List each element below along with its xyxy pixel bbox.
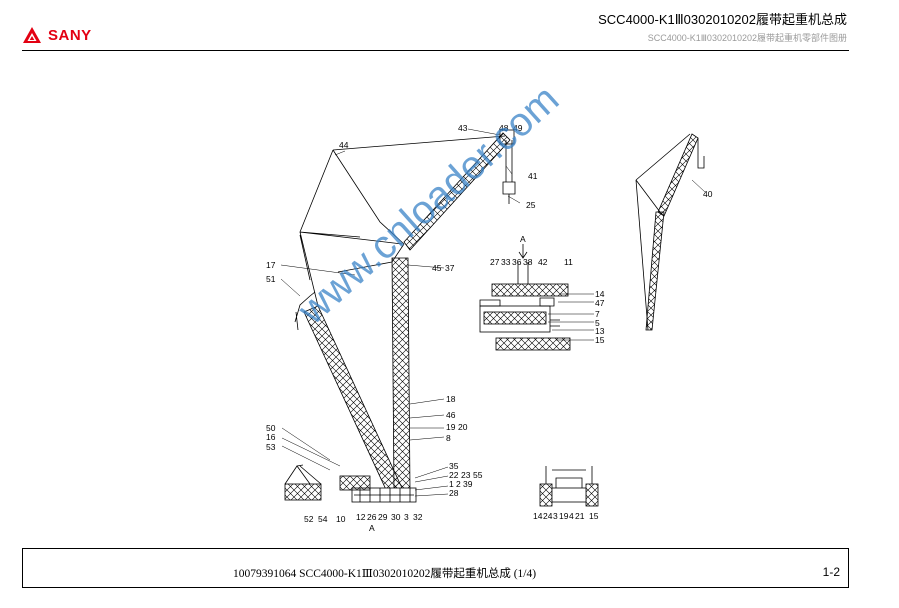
callout: 24: [543, 511, 553, 521]
callout: 37: [445, 263, 455, 273]
luffing-jib: [403, 132, 511, 251]
callout: 21: [575, 511, 585, 521]
callout: 25: [526, 200, 536, 210]
callout: 10: [336, 514, 346, 524]
detail-track-left: [539, 483, 553, 507]
superlift-rigging: [284, 464, 322, 485]
callout: 2: [456, 479, 461, 489]
callout: 47: [595, 298, 605, 308]
side-view-jib: [657, 133, 699, 217]
callout: 39: [463, 479, 473, 489]
callout: 7: [595, 309, 600, 319]
callout: 50: [266, 423, 276, 433]
jib-head: [499, 129, 515, 145]
callout: 36: [512, 257, 522, 267]
callout: 22: [449, 470, 459, 480]
callout: 53: [266, 442, 276, 452]
callout: 40: [703, 189, 713, 199]
sany-logo-icon: [23, 27, 41, 43]
title-block-text: 10079391064 SCC4000-K1Ⅲ0302010202履带起重机总成…: [233, 568, 537, 580]
auxiliary-boom: [294, 291, 316, 331]
callout: 12: [356, 512, 366, 522]
callout: 15: [595, 335, 605, 345]
track-rollers: [354, 488, 414, 502]
callout: 33: [501, 257, 511, 267]
callout: 11: [564, 257, 573, 267]
section-turntable: [483, 311, 547, 325]
callout: 20: [458, 422, 468, 432]
callout: 18: [446, 394, 456, 404]
callout: 8: [446, 433, 451, 443]
callout: 45: [432, 263, 442, 273]
detail-track-right: [585, 483, 599, 507]
callout: 23: [461, 470, 471, 480]
callout: 35: [449, 461, 459, 471]
section-bottom-track: [495, 337, 571, 351]
callout: 19: [559, 511, 569, 521]
callout: 49: [513, 123, 523, 133]
detail-carbody: [551, 487, 587, 503]
callout: 16: [266, 432, 276, 442]
callout: 14: [533, 511, 543, 521]
title-block: 10079391064 SCC4000-K1Ⅲ0302010202履带起重机总成…: [22, 548, 849, 588]
document-title: SCC4000-K1Ⅲ0302010202履带起重机总成: [598, 12, 847, 27]
callout: 54: [318, 514, 328, 524]
callout: 26: [367, 512, 377, 522]
callout: 15: [589, 511, 599, 521]
detail-frame: [545, 466, 593, 488]
callout: 19: [446, 422, 456, 432]
leader-lines: [280, 128, 706, 497]
callout: 30: [391, 512, 401, 522]
callout: 44: [339, 140, 349, 150]
callout: 13: [595, 326, 605, 336]
callout: 28: [449, 488, 459, 498]
callout: 29: [378, 512, 388, 522]
callout: 3: [404, 512, 409, 522]
callout: 46: [446, 410, 456, 420]
callout: 4: [569, 511, 574, 521]
section-arrow: [518, 244, 528, 259]
brand-name: SANY: [48, 26, 92, 44]
callout: 5: [595, 318, 600, 328]
callout: 3: [553, 511, 558, 521]
callout: 27: [490, 257, 500, 267]
counterweight: [339, 475, 371, 491]
callout: 43: [458, 123, 468, 133]
view-mark: A: [369, 523, 375, 533]
callout: 1: [449, 479, 454, 489]
header-divider: [22, 50, 849, 51]
callout-labels: 43 48 49 44 41 25 40 27 33 36 38 42 11 1…: [266, 123, 713, 533]
side-view-rigging: [635, 133, 705, 331]
hook-block: [502, 140, 516, 204]
callout: 48: [499, 123, 509, 133]
callout: 41: [528, 171, 538, 181]
side-view-boom: [645, 211, 665, 331]
sany-logo: SANY: [22, 26, 92, 44]
callout: 51: [266, 274, 276, 284]
section-top-track: [491, 283, 569, 297]
document-subtitle: SCC4000-K1Ⅲ0302010202履带起重机零部件图册: [647, 33, 847, 43]
callout: 52: [304, 514, 314, 524]
callout: 32: [413, 512, 423, 522]
callout: 42: [538, 257, 548, 267]
callout: 55: [473, 470, 483, 480]
main-boom: [303, 305, 403, 495]
superlift-counterweight: [284, 483, 322, 501]
callout: 17: [266, 260, 276, 270]
section-details: [479, 262, 560, 327]
mast: [391, 257, 411, 491]
view-mark: A: [520, 234, 526, 244]
page-number: 1-2: [822, 565, 840, 579]
callout: 14: [595, 289, 605, 299]
callout: 38: [523, 257, 533, 267]
